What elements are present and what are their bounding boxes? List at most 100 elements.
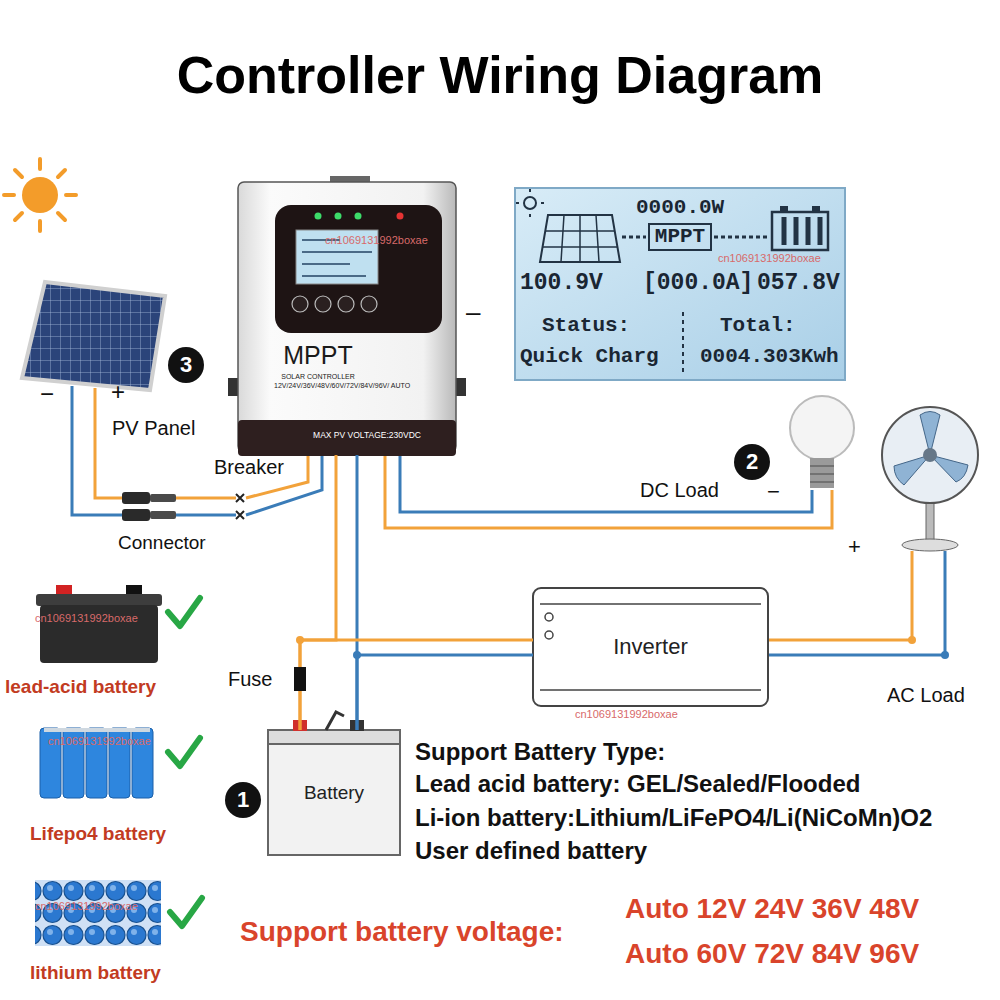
negative-wire <box>357 655 533 730</box>
lcd-background <box>515 188 845 380</box>
cell-busbar <box>44 728 150 732</box>
pv-negative-wire <box>72 386 236 515</box>
spec-heading: Support Battery Type: <box>415 738 665 766</box>
inverter-socket <box>545 613 553 621</box>
component-label: Connector <box>118 532 206 554</box>
status-led <box>315 213 322 220</box>
watermark: cn1069131992boxae <box>718 252 821 265</box>
inverter-socket <box>545 631 553 639</box>
battery-lid <box>36 594 162 606</box>
pv-panel <box>22 282 165 390</box>
component-label: AC Load <box>887 684 965 707</box>
component-label: Fuse <box>228 668 272 691</box>
node-text: 0000.0W <box>636 196 724 220</box>
battery-type-label: Lifepo4 battery <box>30 823 166 845</box>
fan-blade <box>894 412 968 486</box>
light-bulb <box>790 396 854 488</box>
sun-icon <box>4 159 76 231</box>
breaker-mark <box>236 494 244 519</box>
watermark: cn1069131992boxae <box>35 612 138 625</box>
node-text: MPPT <box>655 225 705 249</box>
node-text: 100.9V <box>520 270 603 296</box>
sun-rays <box>4 159 76 231</box>
component-label: DC Load <box>640 479 719 502</box>
watermark: cn1069131992boxae <box>35 900 138 913</box>
battery-type-label: lithium battery <box>30 962 161 984</box>
diagram-title: Controller Wiring Diagram <box>0 46 1000 106</box>
status-led <box>355 213 362 220</box>
callout-number: 1 <box>225 782 261 818</box>
watermark: cn1069131992boxae <box>48 735 151 748</box>
lithium-cell-pack <box>35 880 161 946</box>
node-text: Total: <box>720 314 796 338</box>
node-text: SOLAR CONTROLLER <box>238 373 398 381</box>
lcd-screen <box>515 188 845 380</box>
housing-body <box>238 182 456 452</box>
battery-drawing <box>268 712 400 855</box>
polarity-sign: − <box>40 380 54 408</box>
node-text: MAX PV VOLTAGE:230VDC <box>278 431 456 441</box>
component-label: PV Panel <box>112 417 195 440</box>
lcd-panel-grid <box>543 215 617 262</box>
mc4-connector <box>150 494 176 502</box>
node-text: Status: <box>542 314 630 338</box>
node-text: Quick Charg <box>520 345 659 369</box>
check-mark <box>170 898 202 926</box>
fan-foot <box>902 539 958 551</box>
polarity-sign: + <box>111 378 125 406</box>
fan-hub <box>923 448 937 462</box>
polarity-sign: − <box>767 479 780 504</box>
panel-button <box>315 296 331 312</box>
fan-stand <box>926 503 934 543</box>
fuse-symbol <box>294 667 306 691</box>
battery-lid <box>268 730 400 744</box>
node-text: 12V/24V/36V/48V/60V/72V/84V/96V/ AUTO <box>274 382 410 390</box>
polarity-sign: + <box>848 534 861 559</box>
controller-unit: MPPTSOLAR CONTROLLER12V/24V/36V/48V/60V/… <box>238 178 456 455</box>
lead-acid-battery <box>36 585 162 663</box>
lcd-panel-icon <box>540 215 620 262</box>
terminal <box>126 585 142 595</box>
fan-guard <box>882 407 978 503</box>
lcd-battery-icon <box>772 212 828 250</box>
panel-button <box>292 296 308 312</box>
bulb-thread <box>810 466 834 482</box>
voltage-line: Auto 60V 72V 84V 96V <box>625 938 919 970</box>
battery-body <box>268 742 400 855</box>
battery-box: Battery <box>268 730 400 855</box>
component-label: Breaker <box>214 456 284 479</box>
housing-base <box>238 420 456 456</box>
lcd-sun-rays <box>516 189 544 217</box>
panel-button <box>361 296 377 312</box>
voltage-heading: Support battery voltage: <box>240 916 564 948</box>
spec-line: Li-ion battery:Lithium/LiFePO4/Li(NiCoMn… <box>415 804 932 832</box>
node-text: Inverter <box>613 634 688 659</box>
junction-dot <box>353 651 361 659</box>
status-led <box>335 213 342 220</box>
junction-dot <box>908 636 916 644</box>
wire-pair <box>300 640 533 730</box>
terminal <box>56 585 72 595</box>
bulb-glass <box>790 396 854 460</box>
lcd-battery-level <box>784 217 820 245</box>
inverter-drawing <box>533 588 768 706</box>
sun-disc <box>22 177 58 213</box>
panel-button <box>338 296 354 312</box>
lcd-sun <box>524 197 536 209</box>
status-led <box>397 213 404 220</box>
node-text: [000.0A] <box>643 270 753 296</box>
node-text: 0004.303Kwh <box>700 345 839 369</box>
mc4-connector <box>122 509 150 521</box>
lcd-divider <box>682 312 684 376</box>
check-mark <box>168 598 200 626</box>
spec-line: Lead acid battery: GEL/Sealed/Flooded <box>415 770 860 798</box>
junction-dot <box>941 651 949 659</box>
check-mark <box>168 738 200 766</box>
bulb-base <box>810 458 834 488</box>
node-text: Battery <box>304 782 364 804</box>
wire-pair <box>300 455 357 730</box>
lcd-display: 0000.0W100.9V[000.0A]057.8VStatus:Quick … <box>515 188 845 380</box>
inverter-case <box>533 588 768 706</box>
voltage-line: Auto 12V 24V 36V 48V <box>625 893 919 925</box>
watermark: cn1069131992boxae <box>575 708 678 721</box>
